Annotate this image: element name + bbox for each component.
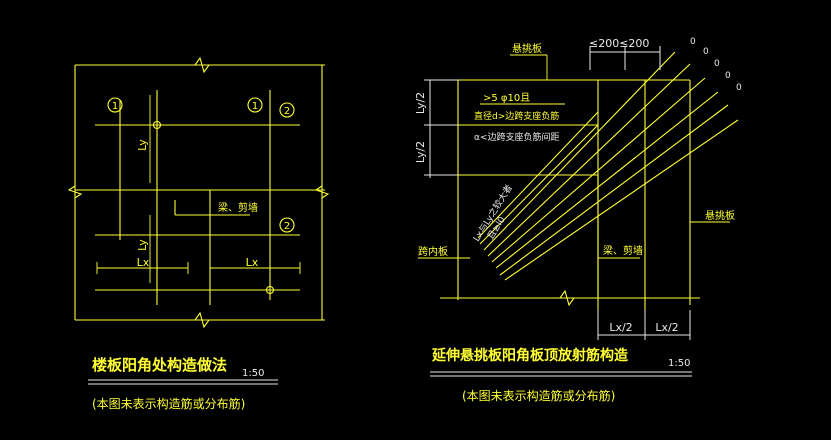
rebar-dot-1: [152, 120, 162, 130]
radial-rebar-6: [504, 119, 739, 281]
left-note: (本图未表示构造筋或分布筋): [92, 396, 245, 411]
label-lx-half-left: Lx/2: [609, 321, 632, 334]
break-mark-bottom: [194, 311, 210, 329]
marker-1b: 1: [252, 101, 258, 112]
label-ly-half-bottom: Ly/2: [414, 141, 427, 163]
right-detail: 0 0 0 0 0 ≤200≤200 悬挑板 Ly/2 Ly/2 >5 φ10且…: [414, 37, 742, 403]
label-beam-wall-right: 梁、剪墙: [603, 244, 643, 257]
ring-label-1: 0: [690, 37, 696, 47]
left-detail: 1 1 2 2 Ly Ly Lx Lx 梁、剪墙 楼板阳角处构造做法 1:50 …: [67, 56, 330, 411]
marker-1a-circle: [107, 97, 123, 113]
marker-2a-circle: [279, 102, 295, 118]
label-ly-top: Ly: [136, 139, 149, 151]
right-title: 延伸悬挑板阳角板顶放射筋构造: [431, 347, 628, 364]
label-lx-left: Lx: [137, 256, 150, 269]
marker-2b-circle: [279, 217, 295, 233]
label-inner-slab: 跨内板: [418, 245, 448, 258]
ring-label-3: 0: [714, 59, 720, 69]
right-note: (本图未表示构造筋或分布筋): [462, 388, 615, 403]
radial-rebar-1: [499, 104, 729, 276]
label-beam-wall-left: 梁、剪墙: [218, 201, 258, 214]
label-cantilever-right: 悬挑板: [705, 209, 735, 222]
ring-label-4: 0: [725, 71, 731, 81]
marker-2a: 2: [284, 106, 290, 117]
label-diameter: 直径d>边跨支座负筋: [474, 110, 559, 122]
label-rebar-count: >5 φ10且: [483, 92, 530, 104]
right-scale: 1:50: [668, 358, 690, 369]
break-mark-left: [67, 185, 83, 199]
label-lx-right: Lx: [246, 256, 259, 269]
label-spacing: ≤200≤200: [589, 37, 649, 50]
radial-rebar-5: [483, 51, 676, 251]
marker-2b: 2: [284, 221, 290, 232]
label-spacing-rule: α<边跨支座负筋间距: [474, 131, 559, 143]
label-cantilever-top: 悬挑板: [512, 42, 542, 55]
ring-label-5: 0: [736, 83, 742, 93]
radial-rebar-4: [487, 63, 691, 257]
label-ly-bottom: Ly: [136, 239, 149, 251]
left-scale: 1:50: [242, 368, 264, 379]
label-lx-half-right: Lx/2: [655, 321, 678, 334]
radial-rebar-2: [495, 91, 719, 269]
marker-1a: 1: [112, 101, 118, 112]
break-mark-top: [194, 56, 210, 74]
ring-label-2: 0: [703, 47, 709, 57]
radial-rebar-7: [479, 124, 599, 245]
left-title: 楼板阳角处构造做法: [92, 356, 227, 374]
marker-1b-circle: [247, 97, 263, 113]
break-mark-right: [314, 185, 330, 199]
right-break-mark: [559, 289, 575, 307]
rebar-dot-2: [265, 285, 275, 295]
label-ly-half-top: Ly/2: [414, 92, 427, 114]
radial-rebar-3: [491, 77, 706, 263]
radial-rebar-8: [477, 111, 599, 239]
